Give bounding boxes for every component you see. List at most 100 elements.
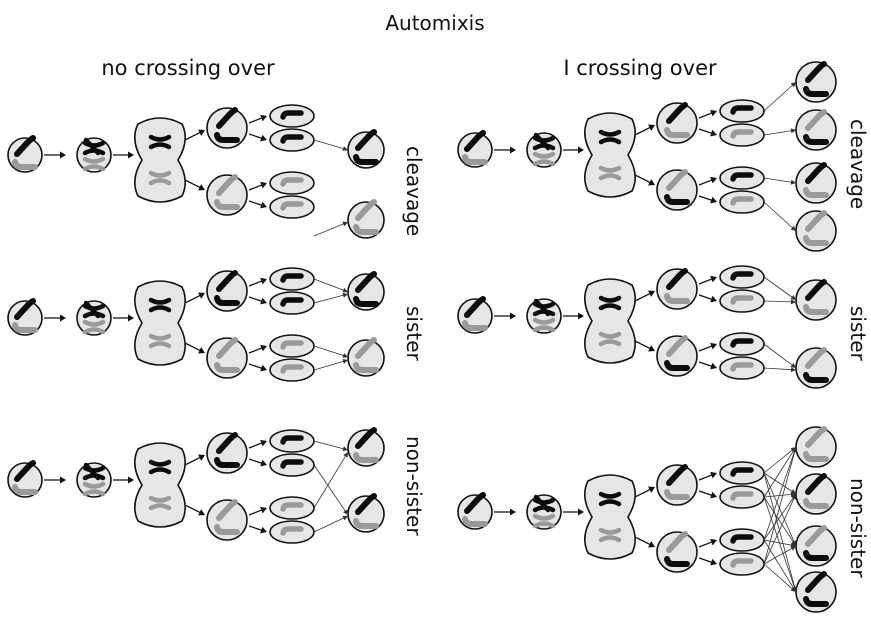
row-label-cleavage-right: cleavage (846, 119, 870, 209)
arrow-head (198, 347, 205, 354)
arrow-head (710, 538, 717, 546)
paternal-chromosome (462, 154, 488, 165)
arrow-shaft (634, 174, 652, 184)
gamete-cell (269, 195, 315, 219)
paternal-chromosome-pair (82, 481, 106, 497)
connector-head (790, 491, 796, 497)
arrow-head (128, 314, 134, 322)
connector-line (313, 516, 346, 533)
paternal-chromosome (216, 337, 238, 359)
dividing-cell (134, 442, 186, 528)
arrow-head (710, 109, 717, 117)
paternal-chromosome (666, 531, 688, 553)
maternal-chromosome (533, 132, 551, 151)
connector-line (763, 496, 795, 541)
paternal-chromosome (730, 362, 754, 372)
maternal-chromosome (805, 279, 827, 301)
row-label-sister-right: sister (846, 306, 870, 362)
maternal-chromosome (664, 556, 690, 567)
paternal-chromosome (805, 525, 827, 547)
maternal-chromosome (803, 372, 829, 383)
arrow-shaft (698, 361, 714, 368)
paternal-chromosome (355, 199, 377, 221)
maternal-chromosome (355, 129, 377, 151)
arrow-head (710, 129, 717, 137)
maternal-chromosome (803, 134, 829, 145)
heading-no-crossing-over: no crossing over (101, 56, 275, 80)
maternal-chromosome (730, 534, 754, 544)
paternal-chromosome (353, 452, 379, 463)
paternal-chromosome (280, 502, 304, 512)
arrow-head (648, 345, 655, 352)
arrow-head (260, 439, 267, 447)
arrow-head (648, 179, 655, 186)
paternal-chromosome (353, 518, 379, 529)
maternal-chromosome (355, 271, 377, 293)
connector-head (790, 299, 796, 305)
arrow-head (710, 491, 717, 499)
maternal-chromosome (83, 462, 101, 481)
connector-line (763, 563, 795, 591)
gamete-cell (719, 190, 765, 214)
arrow-head (198, 129, 205, 136)
right-sister-row (457, 265, 837, 389)
right-non-sister-row (457, 426, 837, 613)
arrow-shaft (634, 340, 652, 350)
gamete-cell (269, 171, 315, 195)
arrow-head (510, 508, 516, 516)
connector-head (791, 494, 797, 500)
paternal-chromosome (803, 451, 829, 462)
gamete-cell (269, 128, 315, 152)
arrow-shaft (248, 200, 264, 207)
heading-one-crossing-over: I crossing over (563, 56, 717, 80)
maternal-chromosome-pair (598, 295, 622, 311)
connector-head (790, 363, 796, 368)
connector-line (763, 493, 794, 498)
gamete-cell (719, 332, 765, 356)
maternal-chromosome (730, 338, 754, 348)
paternal-chromosome (730, 295, 754, 305)
connector-line (763, 201, 795, 230)
paternal-chromosome (664, 293, 690, 304)
dividing-cell (134, 117, 186, 203)
gamete-cell (719, 166, 765, 190)
paternal-chromosome (730, 196, 754, 206)
arrow-shaft (698, 195, 714, 202)
maternal-chromosome (83, 300, 101, 319)
maternal-chromosome (666, 268, 688, 290)
maternal-chromosome (280, 110, 304, 120)
connector-line (763, 539, 795, 590)
connector-line (313, 222, 346, 237)
title: Automixis (385, 11, 484, 35)
gamete-cell (269, 453, 315, 477)
arrow-head (260, 364, 267, 372)
maternal-chromosome (280, 435, 304, 445)
dividing-cell (584, 474, 636, 560)
arrow-shaft (184, 504, 202, 514)
arrow-head (128, 151, 134, 159)
connector-line (763, 177, 794, 183)
paternal-chromosome (805, 426, 827, 448)
arrow-head (510, 146, 516, 154)
arrow-shaft (248, 279, 264, 287)
maternal-chromosome (533, 494, 551, 513)
maternal-chromosome (83, 137, 101, 156)
connector-head (342, 287, 348, 293)
maternal-chromosome (214, 457, 240, 468)
connector-line (313, 440, 346, 450)
maternal-chromosome (803, 550, 829, 561)
arrow-shaft (698, 490, 714, 497)
arrow-head (710, 471, 717, 479)
paternal-chromosome (805, 210, 827, 232)
paternal-chromosome-pair (598, 527, 622, 543)
paternal-chromosome (803, 498, 829, 509)
arrow-shaft (248, 183, 264, 191)
arrow-head (710, 558, 717, 566)
gamete-cell (719, 356, 765, 380)
connector-head (343, 509, 348, 515)
arrow-shaft (698, 294, 714, 301)
arrow-shaft (634, 126, 652, 136)
connector-line (313, 345, 346, 357)
maternal-chromosome (803, 86, 829, 97)
